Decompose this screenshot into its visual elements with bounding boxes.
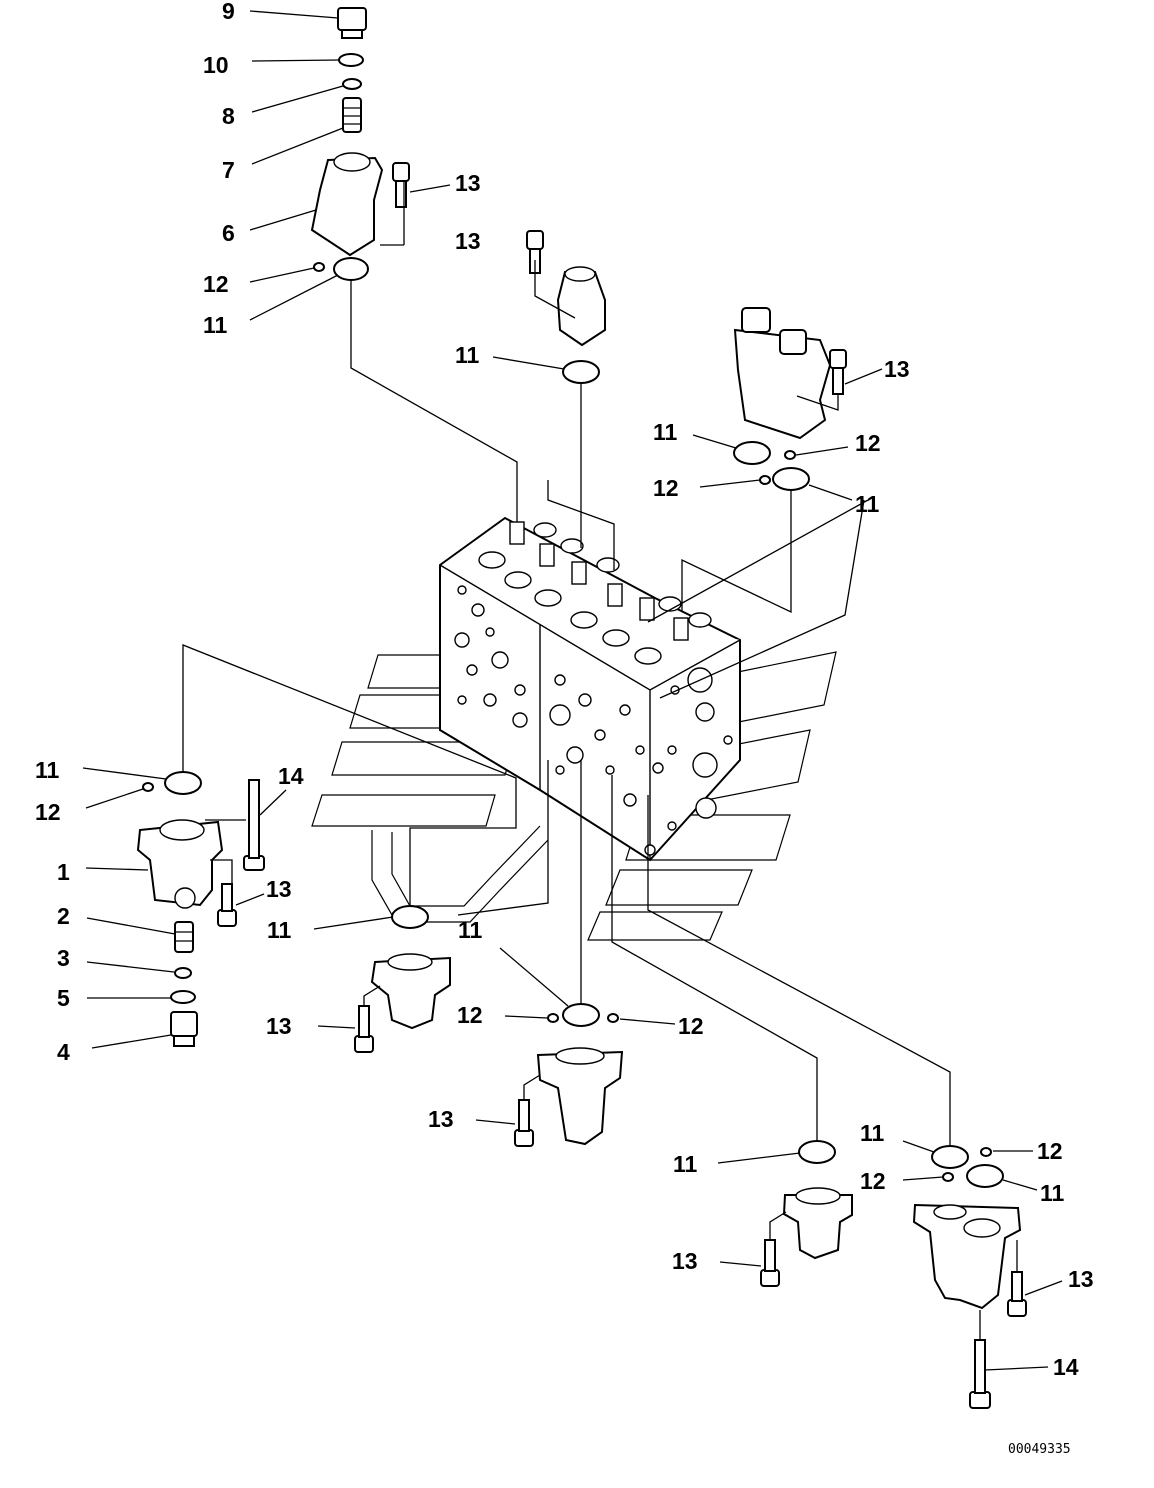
block-top-plugs xyxy=(509,521,689,641)
part-3-seal xyxy=(174,967,192,979)
part-11-o-ring-b xyxy=(562,360,600,384)
callout-12-h: 12 xyxy=(860,1168,886,1194)
callout-12-e: 12 xyxy=(457,1002,483,1028)
part-12-small-ring-b xyxy=(784,450,796,460)
callout-8: 8 xyxy=(222,103,235,129)
part-14-bolt-b xyxy=(969,1339,991,1409)
callout-4: 4 xyxy=(57,1039,70,1065)
callout-11-h: 11 xyxy=(673,1151,698,1177)
part-13-bolt-a xyxy=(392,162,410,208)
callout-2: 2 xyxy=(57,903,70,929)
callout-11-j: 11 xyxy=(1040,1180,1065,1206)
callout-13-e: 13 xyxy=(266,1013,292,1039)
callout-10: 10 xyxy=(203,52,229,78)
part-13-bolt-e xyxy=(354,1005,374,1053)
lower-right-valve xyxy=(912,1203,1022,1310)
part-11-o-ring-e xyxy=(164,771,202,795)
part-12-small-ring-e xyxy=(547,1013,559,1023)
callout-14-a: 14 xyxy=(278,763,304,789)
assembly-lines xyxy=(182,180,1018,1340)
part-12-small-ring-g xyxy=(980,1147,992,1157)
callout-13-b: 13 xyxy=(455,228,481,254)
callout-11-g: 11 xyxy=(458,917,483,943)
part-11-o-ring-j xyxy=(966,1164,1004,1188)
callout-11-c: 11 xyxy=(653,419,678,445)
part-11-o-ring-d xyxy=(772,467,810,491)
lower-right-cover xyxy=(782,1187,853,1260)
part-11-o-ring-g xyxy=(562,1003,600,1027)
part-11-o-ring-i xyxy=(931,1145,969,1169)
center-lower-cover xyxy=(536,1047,624,1146)
leader-lines xyxy=(82,10,1063,1371)
callout-labels: 9 10 8 7 6 13 12 11 13 11 13 11 12 12 11… xyxy=(35,0,1094,1380)
part-8-seal xyxy=(342,78,362,90)
upper-right-valve xyxy=(733,307,832,440)
callout-11-f: 11 xyxy=(267,917,292,943)
part-11-o-ring-f xyxy=(391,905,429,929)
callout-13-h: 13 xyxy=(1068,1266,1094,1292)
callout-13-c: 13 xyxy=(884,356,910,382)
part-1-valve-body xyxy=(136,819,224,909)
part-6-valve-cover xyxy=(310,152,384,257)
top-cover xyxy=(556,266,606,347)
block-port-holes xyxy=(454,585,733,856)
part-7-spring xyxy=(342,97,362,133)
callout-13-a: 13 xyxy=(455,170,481,196)
part-12-small-ring-f xyxy=(607,1013,619,1023)
callout-12-g: 12 xyxy=(1037,1138,1063,1164)
part-12-small-ring-d xyxy=(142,782,154,792)
part-10-o-ring xyxy=(338,53,364,67)
callout-7: 7 xyxy=(222,157,235,183)
lower-left-cover xyxy=(370,953,451,1030)
callout-1: 1 xyxy=(57,859,70,885)
part-4-plug xyxy=(170,1011,198,1047)
callout-12-b: 12 xyxy=(855,430,881,456)
callout-5: 5 xyxy=(57,985,70,1011)
callout-11-e: 11 xyxy=(35,757,60,783)
part-9-plug xyxy=(337,7,367,39)
part-12-small-ring-a xyxy=(313,262,325,272)
part-2-spring xyxy=(174,921,194,953)
callout-12-d: 12 xyxy=(35,799,61,825)
callout-11-i: 11 xyxy=(860,1120,885,1146)
part-13-bolt-d xyxy=(217,883,237,927)
part-13-bolt-g xyxy=(760,1239,780,1287)
callout-11-b: 11 xyxy=(455,342,480,368)
part-13-bolt-f xyxy=(514,1099,534,1147)
valve-block xyxy=(439,516,741,862)
drawing-number: 00049335 xyxy=(1008,1442,1071,1457)
callout-13-d: 13 xyxy=(266,876,292,902)
part-13-bolt-c xyxy=(829,349,847,395)
callout-12-f: 12 xyxy=(678,1013,704,1039)
callout-12-a: 12 xyxy=(203,271,229,297)
part-14-bolt-a xyxy=(243,779,265,871)
part-12-small-ring-h xyxy=(942,1172,954,1182)
callout-13-g: 13 xyxy=(672,1248,698,1274)
part-13-bolt-h xyxy=(1007,1271,1027,1317)
part-11-o-ring-c xyxy=(733,441,771,465)
callout-3: 3 xyxy=(57,945,70,971)
callout-9: 9 xyxy=(222,0,235,24)
part-11-o-ring-a xyxy=(333,257,369,281)
part-5-o-ring xyxy=(170,990,196,1004)
callout-13-f: 13 xyxy=(428,1106,454,1132)
part-12-small-ring-c xyxy=(759,475,771,485)
callout-11-d: 11 xyxy=(855,491,880,517)
callout-14-b: 14 xyxy=(1053,1354,1079,1380)
callout-11-a: 11 xyxy=(203,312,228,338)
callout-12-c: 12 xyxy=(653,475,679,501)
part-11-o-ring-h xyxy=(798,1140,836,1164)
callout-6: 6 xyxy=(222,220,235,246)
